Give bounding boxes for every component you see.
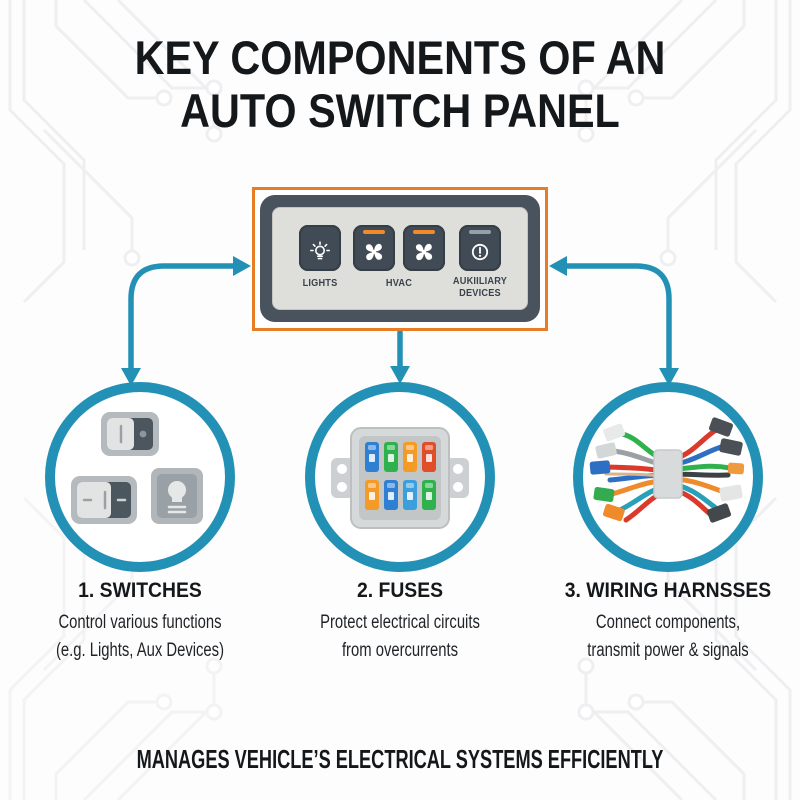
- lights-label: LIGHTS: [302, 278, 338, 289]
- section-fuses-description: Protect electrical circuits from overcur…: [320, 612, 480, 661]
- switch-panel: LIGHTS HVAC AUKIILIARY DEVICES: [260, 195, 540, 322]
- switch-panel-highlight-box: LIGHTS HVAC AUKIILIARY DEVICES: [252, 187, 548, 331]
- wiring-harness-circle: [573, 382, 763, 572]
- fuses-row-1: [365, 442, 436, 472]
- section-fuses: 2. FUSES Protect electrical circuits fro…: [250, 578, 550, 664]
- hvac-label: HVAC: [385, 278, 413, 289]
- auxiliary-devices-label: AUKIILIARY DEVICES: [452, 276, 508, 299]
- wiring-harness-illustration: [589, 417, 745, 523]
- switches-circle: [45, 382, 235, 572]
- title-line-1: KEY COMPONENTS OF AN: [134, 31, 666, 84]
- auxiliary-devices-button: [459, 225, 501, 271]
- section-switches-description: Control various functions (e.g. Lights, …: [55, 612, 225, 661]
- bulb-button: [151, 468, 203, 524]
- section-switches-heading: 1. SWITCHES: [78, 578, 202, 602]
- switch-panel-face: LIGHTS HVAC AUKIILIARY DEVICES: [272, 207, 528, 310]
- page-title: KEY COMPONENTS OF AN AUTO SWITCH PANEL: [48, 31, 752, 137]
- fuses-circle: [305, 382, 495, 572]
- rocker-switches-illustration: [71, 412, 203, 524]
- section-wiring-harnesses: 3. WIRING HARNSSES Connect components, t…: [518, 578, 800, 664]
- bulb-icon: [310, 241, 330, 260]
- hvac-fan-button-2: [403, 225, 445, 271]
- rocker-switch-bottom-left: [71, 476, 137, 524]
- harness-wrap: [653, 449, 683, 499]
- harness-connectors-left: [589, 423, 626, 522]
- section-wiring-harnesses-heading: 3. WIRING HARNSSES: [564, 578, 772, 602]
- section-switches: 1. SWITCHES Control various functions (e…: [0, 578, 290, 664]
- indicator-bar: [413, 230, 435, 234]
- hvac-fan-button-1: [353, 225, 395, 271]
- harness-connectors-right: [706, 417, 745, 523]
- rocker-switch-top: [101, 412, 159, 456]
- footer-tagline: MANAGES VEHICLE’S ELECTRICAL SYSTEMS EFF…: [136, 744, 664, 774]
- section-wiring-harnesses-description: Connect components, transmit power & sig…: [587, 612, 749, 661]
- fan-icon: [415, 243, 433, 261]
- indicator-bar: [469, 230, 491, 234]
- title-line-2: AUTO SWITCH PANEL: [180, 83, 620, 137]
- indicator-bar: [363, 230, 385, 234]
- fan-icon: [365, 243, 383, 261]
- section-fuses-heading: 2. FUSES: [356, 578, 444, 602]
- fuse-box-illustration: [331, 427, 469, 529]
- fuses-row-2: [365, 480, 436, 510]
- lights-button: [299, 225, 341, 271]
- power-icon: [471, 243, 489, 261]
